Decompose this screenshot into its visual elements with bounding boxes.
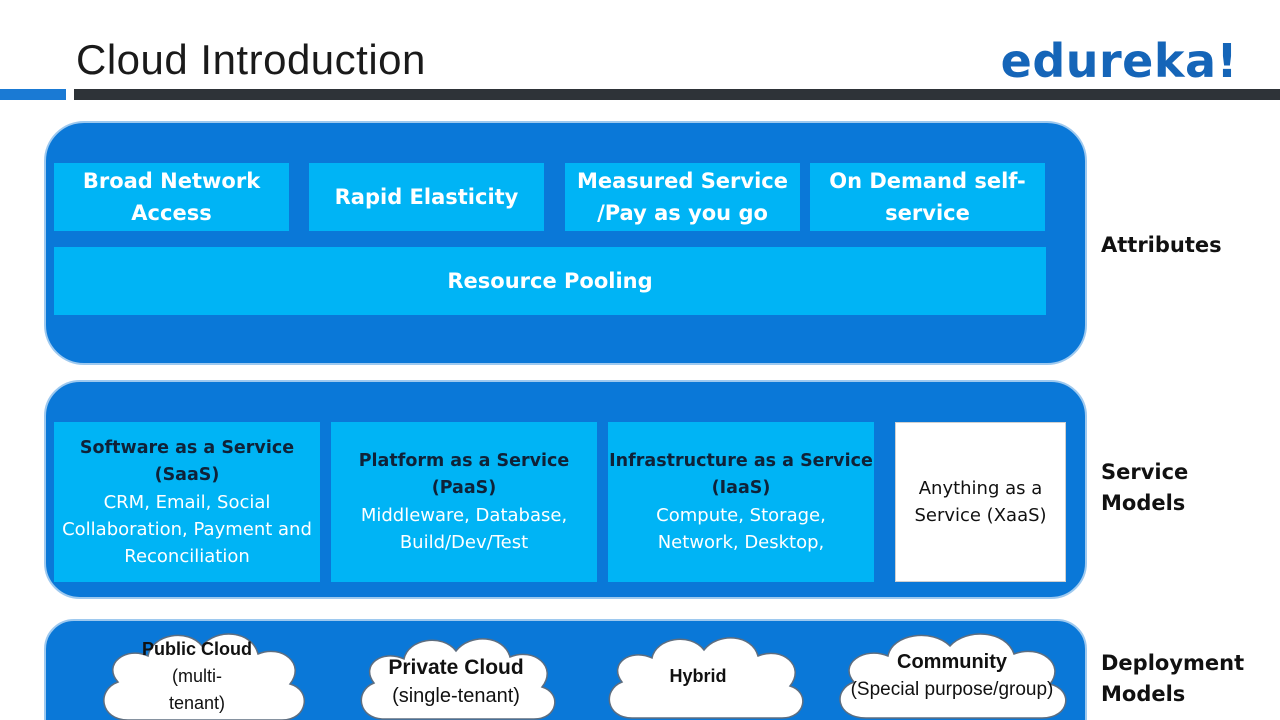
service-title: Software as a Service	[79, 437, 295, 458]
service-title: Anything as a	[918, 478, 1043, 499]
attribute-line: service	[885, 201, 970, 225]
service-desc: CRM, Email, Social	[103, 491, 271, 513]
service-desc: Build/Dev/Test	[399, 532, 529, 553]
attribute-on-demand-self-service: On Demand self-service	[810, 163, 1045, 231]
title-rule	[74, 89, 1280, 100]
label-line: Models	[1101, 682, 1186, 706]
attribute-line: /Pay as you go	[597, 201, 768, 225]
service-desc: Compute, Storage,	[656, 505, 826, 526]
attribute-resource-pooling: Resource Pooling	[54, 247, 1046, 315]
title-rule-accent	[0, 89, 66, 100]
service-iaas: Infrastructure as a Service (IaaS) Compu…	[608, 422, 874, 582]
service-xaas: Anything as a Service (XaaS)	[895, 422, 1066, 582]
private-cloud-label: Private Cloud (single-tenant)	[370, 654, 542, 710]
attribute-line: Measured Service	[576, 169, 788, 193]
service-abbrev: Service (XaaS)	[914, 505, 1047, 526]
hybrid-cloud-shape	[608, 637, 804, 719]
public-cloud-label: Public Cloud (multi- tenant)	[122, 636, 272, 717]
service-title: Platform as a Service	[358, 451, 570, 471]
service-abbrev: (IaaS)	[711, 478, 771, 498]
public-cloud-shape	[103, 633, 306, 720]
service-abbrev: (PaaS)	[431, 478, 497, 498]
label-line: Models	[1101, 491, 1186, 515]
service-models-label: Service Models	[1101, 457, 1188, 519]
hybrid-cloud-label: Hybrid	[669, 666, 727, 686]
label-line: Service	[1101, 460, 1189, 484]
attribute-line: Broad Network	[82, 169, 261, 193]
service-desc: Collaboration, Payment and	[62, 518, 312, 540]
attributes-label: Attributes	[1101, 233, 1222, 257]
cloud-line: Public Cloud	[142, 639, 252, 659]
service-desc: Reconciliation	[124, 545, 250, 567]
community-cloud-label: Community (Special purpose/group)	[832, 648, 1072, 704]
community-cloud-shape	[839, 633, 1067, 719]
label-line: Deployment	[1101, 651, 1245, 675]
cloud-line: Community	[897, 651, 1007, 673]
edureka-logo: edureka!	[1000, 34, 1238, 88]
service-desc: Network, Desktop,	[657, 532, 825, 553]
slide-title: Cloud Introduction	[76, 36, 426, 83]
cloud-line: tenant)	[168, 693, 226, 713]
service-paas: Platform as a Service (PaaS) Middleware,…	[331, 422, 597, 582]
attribute-line: On Demand self-	[829, 169, 1026, 193]
service-abbrev: (SaaS)	[154, 464, 220, 485]
attribute-measured-service: Measured Service/Pay as you go	[565, 163, 800, 231]
deployment-models-label: Deployment Models	[1101, 648, 1244, 710]
attributes-band	[44, 121, 1087, 365]
attribute-rapid-elasticity: Rapid Elasticity	[309, 163, 544, 231]
cloud-line: (single-tenant)	[392, 685, 520, 707]
cloud-line: (Special purpose/group)	[850, 679, 1054, 700]
cloud-line: Private Cloud	[388, 656, 524, 679]
service-saas: Software as a Service (SaaS) CRM, Email,…	[54, 422, 320, 582]
private-cloud-shape	[360, 638, 556, 720]
cloud-line: (multi-	[172, 666, 222, 686]
attribute-line: Rapid Elasticity	[334, 185, 519, 209]
attribute-line: Access	[131, 201, 212, 225]
service-desc: Middleware, Database,	[360, 505, 568, 526]
service-title: Infrastructure as a Service	[609, 451, 873, 471]
